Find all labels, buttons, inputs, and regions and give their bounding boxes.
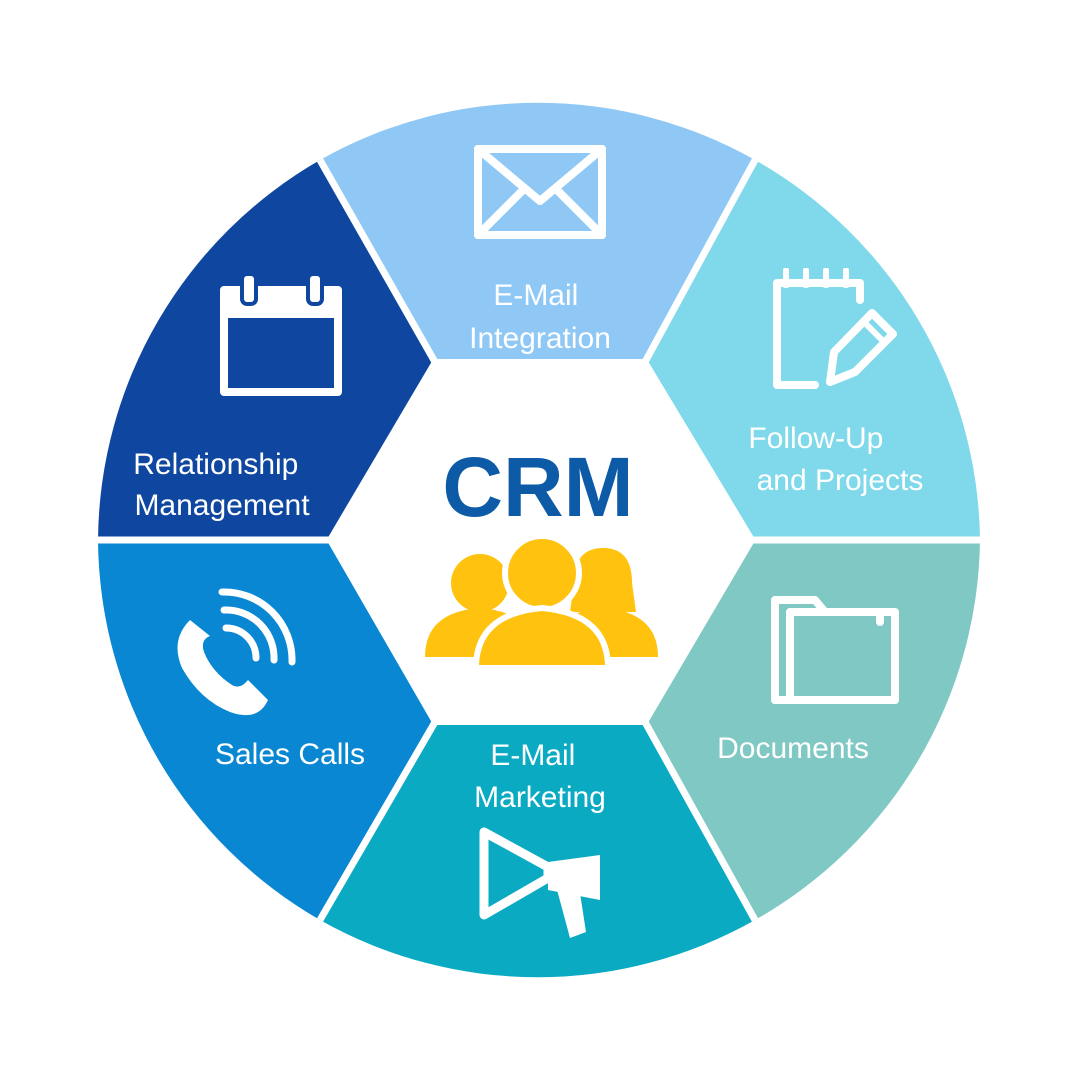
label-follow-up-projects: Follow-Up and Projects [748, 422, 923, 497]
label-line: E-Mail [493, 279, 578, 312]
label-line: and Projects [757, 464, 924, 497]
segment-email-marketing [320, 722, 755, 978]
notepad-pencil-icon [773, 268, 897, 389]
phone-icon [177, 588, 296, 716]
calendar-icon [220, 272, 342, 396]
center-title: CRM [442, 440, 633, 534]
people-group-icon [425, 533, 658, 671]
label-line: Relationship [133, 448, 298, 481]
label-line: Management [134, 489, 310, 522]
label-line: E-Mail [490, 739, 575, 772]
label-email-marketing: E-Mail Marketing [474, 739, 606, 814]
label-line: Documents [717, 732, 869, 765]
label-line: Follow-Up [748, 422, 883, 455]
label-email-integration: E-Mail Integration [469, 279, 611, 355]
segment-relationship-management [98, 160, 435, 540]
label-line: Sales Calls [215, 738, 365, 771]
label-sales-calls: Sales Calls [215, 738, 365, 771]
label-line: Marketing [474, 781, 606, 814]
label-documents: Documents [717, 732, 869, 765]
envelope-icon [474, 145, 606, 239]
segment-follow-up-projects [645, 160, 980, 540]
segment-dividers [98, 158, 980, 922]
folder-icon [771, 596, 899, 704]
megaphone-icon [479, 827, 600, 938]
label-relationship-management: Relationship Management [133, 448, 310, 522]
label-line: Integration [469, 322, 611, 355]
middle-person [472, 533, 612, 671]
